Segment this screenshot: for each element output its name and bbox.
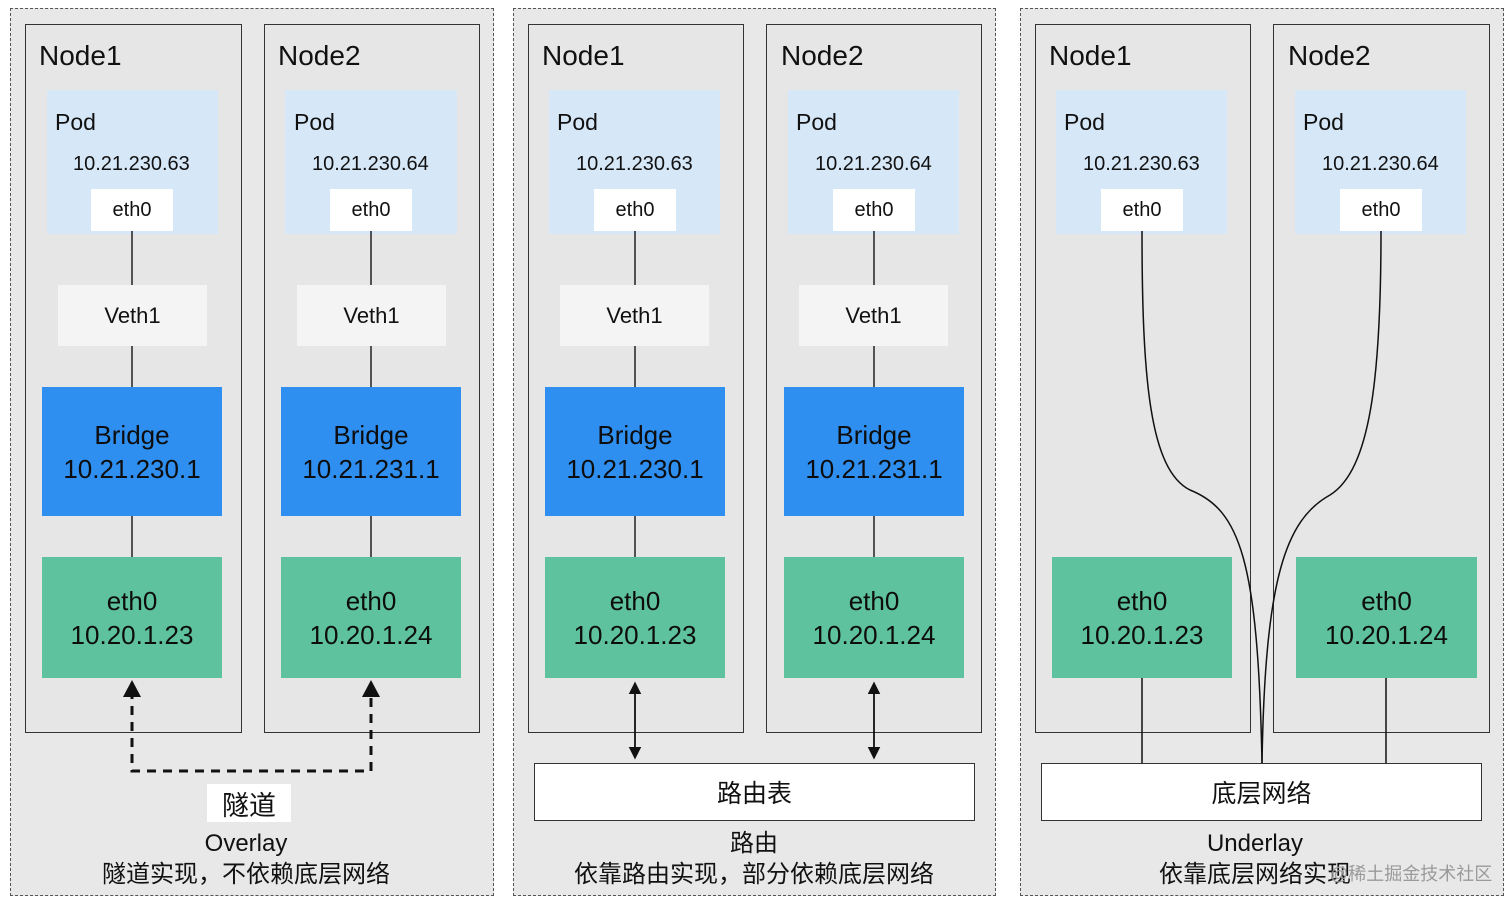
underlay-node1-title: Node1 bbox=[1049, 40, 1132, 71]
overlay-caption-desc: 隧道实现，不依赖底层网络 bbox=[102, 861, 390, 888]
underlay-caption-desc: 依靠底层网络实现 bbox=[1159, 861, 1351, 888]
underlay-node2-pod-label: Pod bbox=[1303, 109, 1344, 135]
overlay-connectors bbox=[131, 231, 372, 557]
routing-node2-eth-ip: 10.20.1.24 bbox=[812, 619, 936, 650]
routing-node2-bridge: Bridge 10.21.231.1 bbox=[784, 387, 964, 516]
overlay-node2-pod-eth0: eth0 bbox=[330, 189, 412, 231]
overlay-caption-title: Overlay bbox=[204, 830, 288, 857]
overlay-node1-bridge-name: Bridge bbox=[94, 419, 170, 450]
underlay-node2-title: Node2 bbox=[1288, 40, 1371, 71]
overlay-node1-bridge-ip: 10.21.230.1 bbox=[63, 453, 201, 484]
routing-node1-bridge: Bridge 10.21.230.1 bbox=[545, 387, 725, 516]
routing-caption-title: 路由 bbox=[730, 830, 778, 857]
overlay-node1-eth0: eth0 10.20.1.23 bbox=[42, 557, 222, 678]
underlay-node1-eth-ip: 10.20.1.23 bbox=[1080, 619, 1204, 650]
overlay-node2-pod-label: Pod bbox=[294, 109, 335, 135]
underlay-node2-pod-ip: 10.21.230.64 bbox=[1322, 153, 1439, 175]
routing-connectors bbox=[634, 231, 875, 557]
routing-node2-eth-name: eth0 bbox=[848, 585, 900, 616]
overlay-node1-pod-ip: 10.21.230.63 bbox=[73, 153, 190, 175]
overlay-node1-pod-label: Pod bbox=[55, 109, 96, 135]
overlay-node1-eth-ip: 10.20.1.23 bbox=[70, 619, 194, 650]
underlay-node1-pod-label: Pod bbox=[1064, 109, 1105, 135]
underlay-node2-eth0: eth0 10.20.1.24 bbox=[1296, 557, 1477, 678]
routing-node1-eth-name: eth0 bbox=[609, 585, 661, 616]
overlay-node2-eth0: eth0 10.20.1.24 bbox=[281, 557, 461, 678]
routing-node1-eth0: eth0 10.20.1.23 bbox=[545, 557, 725, 678]
overlay-tunnel-arrowhead-right bbox=[362, 680, 380, 697]
overlay-node2-pod-ip: 10.21.230.64 bbox=[312, 153, 429, 175]
overlay-node2-eth-ip: 10.20.1.24 bbox=[309, 619, 433, 650]
underlay-node1-eth0: eth0 10.20.1.23 bbox=[1052, 557, 1232, 678]
routing-caption: 路由 依靠路由实现，部分依赖底层网络 bbox=[540, 828, 968, 890]
routing-node2-bridge-name: Bridge bbox=[836, 419, 912, 450]
routing-node1-pod-eth0: eth0 bbox=[594, 189, 676, 231]
routing-node2-bridge-ip: 10.21.231.1 bbox=[805, 453, 943, 484]
routing-node1-title: Node1 bbox=[542, 40, 625, 71]
overlay-node1-title: Node1 bbox=[39, 40, 122, 71]
overlay-node2-veth: Veth1 bbox=[297, 285, 446, 346]
underlay-network-box: 底层网络 bbox=[1041, 763, 1482, 821]
underlay-node1-pod-ip: 10.21.230.63 bbox=[1083, 153, 1200, 175]
overlay-node2-eth-name: eth0 bbox=[345, 585, 397, 616]
overlay-tunnel-label: 隧道 bbox=[207, 784, 291, 822]
overlay-node2-title: Node2 bbox=[278, 40, 361, 71]
underlay-node1-eth-name: eth0 bbox=[1116, 585, 1168, 616]
routing-node1-bridge-ip: 10.21.230.1 bbox=[566, 453, 704, 484]
underlay-caption: Underlay 依靠底层网络实现 bbox=[1050, 828, 1460, 890]
underlay-node2-eth-name: eth0 bbox=[1361, 585, 1412, 616]
overlay-tunnel-path bbox=[130, 690, 373, 773]
routing-node1-eth-ip: 10.20.1.23 bbox=[573, 619, 697, 650]
overlay-node1-eth-name: eth0 bbox=[106, 585, 158, 616]
underlay-caption-title: Underlay bbox=[1206, 830, 1304, 857]
underlay-connectors bbox=[1141, 230, 1387, 764]
overlay-node1-veth: Veth1 bbox=[58, 285, 207, 346]
overlay-node1-bridge: Bridge 10.21.230.1 bbox=[42, 387, 222, 516]
routing-node2-pod-ip: 10.21.230.64 bbox=[815, 153, 932, 175]
overlay-node2-bridge: Bridge 10.21.231.1 bbox=[281, 387, 461, 516]
routing-node2-pod-eth0: eth0 bbox=[833, 189, 915, 231]
routing-node1-pod-label: Pod bbox=[557, 109, 598, 135]
routing-node1-pod-ip: 10.21.230.63 bbox=[576, 153, 693, 175]
routing-node2-veth: Veth1 bbox=[799, 285, 948, 346]
overlay-tunnel-arrowhead-left bbox=[123, 680, 141, 697]
overlay-node1-pod-eth0: eth0 bbox=[91, 189, 173, 231]
routing-caption-desc: 依靠路由实现，部分依赖底层网络 bbox=[574, 861, 934, 888]
routing-node1-bridge-name: Bridge bbox=[597, 419, 673, 450]
routing-table-box: 路由表 bbox=[534, 763, 975, 821]
underlay-node1-pod-eth0: eth0 bbox=[1101, 189, 1183, 231]
routing-node1-veth: Veth1 bbox=[560, 285, 709, 346]
watermark: @稀土掘金技术社区 bbox=[1330, 864, 1493, 884]
overlay-caption: Overlay 隧道实现，不依赖底层网络 bbox=[60, 828, 432, 890]
underlay-node2-pod-eth0: eth0 bbox=[1340, 189, 1422, 231]
routing-node2-eth0: eth0 10.20.1.24 bbox=[784, 557, 964, 678]
underlay-node2-eth-ip: 10.20.1.24 bbox=[1325, 619, 1448, 650]
overlay-node2-bridge-name: Bridge bbox=[333, 419, 409, 450]
routing-node2-pod-label: Pod bbox=[796, 109, 837, 135]
overlay-node2-bridge-ip: 10.21.231.1 bbox=[302, 453, 440, 484]
routing-node2-title: Node2 bbox=[781, 40, 864, 71]
